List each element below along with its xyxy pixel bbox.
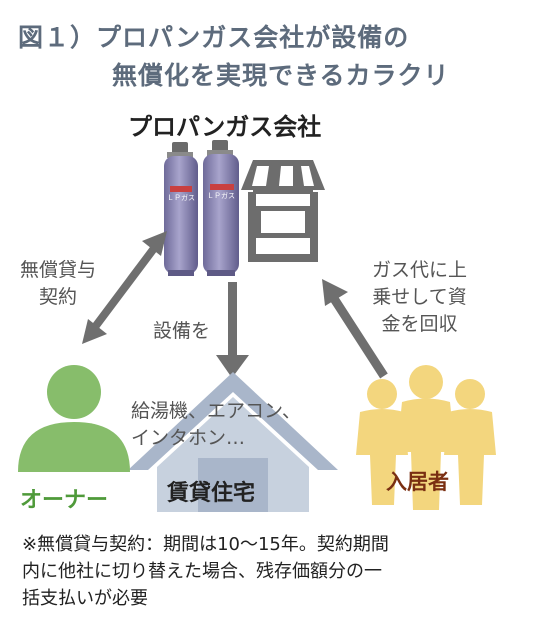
appliances-label: 給湯機、エアコン、 インタホン… (131, 398, 301, 452)
recover-cost-label-line-3: 金を回収 (381, 313, 458, 335)
loan-contract-arrow (82, 231, 167, 344)
title-line-2: 無償化を実現できるカラクリ (112, 61, 450, 90)
recover-cost-arrow (322, 279, 388, 379)
loan-contract-label-line-1: 無償貸与 (20, 259, 97, 281)
recover-cost-label-line-2: 乗せして資 (372, 286, 467, 308)
gas-cylinders-icon (164, 140, 239, 276)
resident-label: 入居者 (386, 470, 449, 494)
appliances-label-line-2: インタホン… (131, 427, 246, 449)
recover-cost-label: ガス代に上 乗せして資 金を回収 (372, 257, 467, 338)
loan-contract-label-line-2: 契約 (39, 286, 78, 308)
gas-cylinder-right-icon (203, 140, 239, 276)
equipment-arrow (216, 282, 249, 378)
footnote-line-2: 内に他社に切り替えた場合、残存価額分の一 (22, 561, 382, 582)
owner-person-icon (18, 365, 130, 472)
cylinder-label-left: ＬＰガス (167, 193, 195, 202)
recover-cost-label-line-1: ガス代に上 (372, 259, 468, 281)
residents-group-icon (356, 365, 496, 510)
rental-house-icon (128, 372, 338, 512)
equipment-label: 設備を (153, 320, 211, 342)
footnote: ※無償貸与契約：期間は10〜15年。契約期間 内に他社に切り替えた場合、残存価額… (22, 531, 522, 612)
footnote-line-1: ※無償貸与契約：期間は10〜15年。契約期間 (22, 534, 389, 555)
owner-label: オーナー (20, 488, 109, 513)
title-line-1: 図１）プロパンガス会社が設備の (18, 23, 410, 52)
rental-house-label: 賃貸住宅 (167, 481, 256, 506)
company-label: プロパンガス会社 (128, 113, 322, 141)
gas-cylinder-left-icon (164, 142, 198, 276)
cylinder-label-right: ＬＰガス (207, 191, 235, 200)
footnote-line-3: 括支払いが必要 (22, 588, 148, 609)
appliances-label-line-1: 給湯機、エアコン、 (131, 400, 301, 422)
loan-contract-label: 無償貸与 契約 (20, 257, 96, 311)
shop-icon (241, 160, 325, 262)
